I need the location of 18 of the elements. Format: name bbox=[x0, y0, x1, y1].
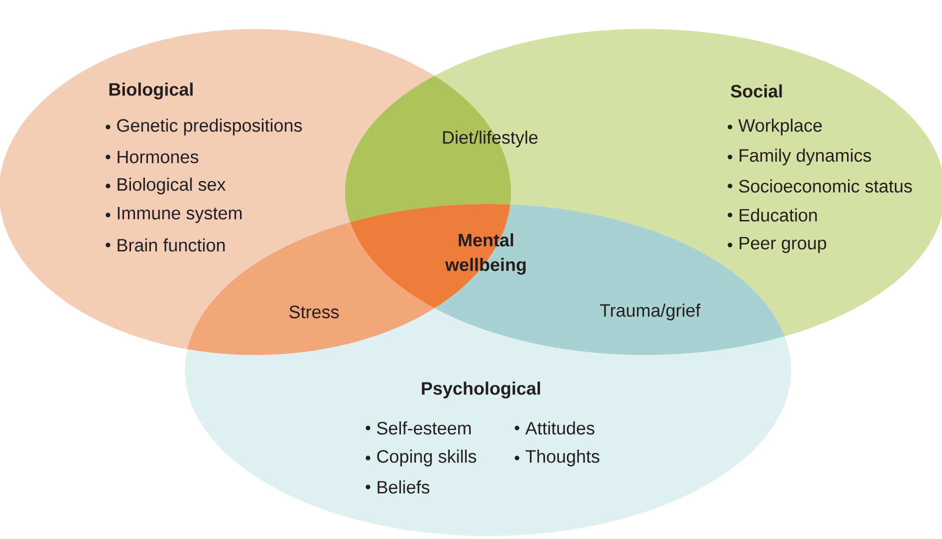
overlap-region: Diet/lifestyle bbox=[345, 76, 538, 222]
bullet-item: Education bbox=[728, 208, 817, 222]
bullet-item: Biological sex bbox=[106, 178, 226, 194]
bullet-item: Peer group bbox=[728, 236, 826, 254]
heading: Biological bbox=[109, 82, 193, 100]
bullet-item: Hormones bbox=[106, 150, 198, 164]
bullet-item: Beliefs bbox=[366, 480, 430, 494]
bullet-item: Coping skills bbox=[366, 450, 476, 466]
heading: Psychological bbox=[422, 382, 540, 398]
bullet-item: Family dynamics bbox=[728, 148, 872, 166]
heading: Social bbox=[730, 84, 782, 98]
bullet-item: Thoughts bbox=[514, 450, 600, 466]
bullet-item: Workplace bbox=[728, 118, 822, 136]
bullet-item: Genetic predispositions bbox=[106, 118, 302, 136]
bullet-item: Immune system bbox=[106, 206, 242, 224]
bullet-item: Socioeconomic status bbox=[728, 179, 912, 193]
bullet-item: Self-esteem bbox=[366, 421, 471, 435]
bullet-item: Attitudes bbox=[514, 421, 594, 435]
